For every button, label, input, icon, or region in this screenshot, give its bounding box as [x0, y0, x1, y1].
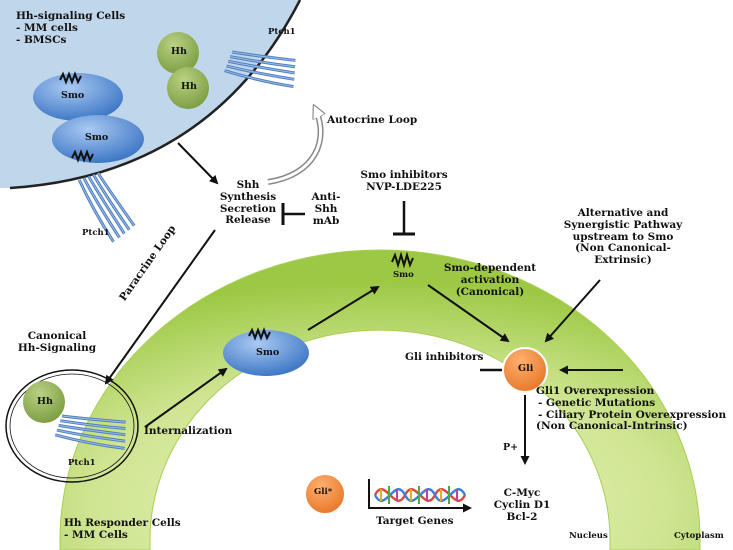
- smo-receptor-icon: [391, 251, 414, 269]
- upper-cell-item: - BMSCs: [16, 33, 67, 46]
- alternative-line: Synergistic Pathway: [563, 218, 683, 231]
- smo-inhibitors-line: Smo inhibitors: [360, 169, 448, 181]
- membrane-smo-label: Smo: [393, 270, 414, 280]
- arrow-alternative-to-gli: [544, 279, 601, 343]
- dna-helix-icon: [373, 486, 467, 504]
- smo-label: Smo: [85, 132, 109, 143]
- smo-label: Smo: [61, 90, 85, 101]
- smo-dependent-label: Smo-dependent activation (Canonical): [440, 262, 540, 298]
- shh-line: Release: [225, 214, 271, 227]
- arrow-smo-to-membrane-smo: [307, 285, 380, 331]
- arrow-smo-to-gli: [427, 284, 510, 343]
- gli-factor-icon: [502, 347, 548, 393]
- smo-receptor-icon: [52, 115, 144, 163]
- shh-line: Synthesis: [219, 190, 277, 203]
- gene-list: C-Myc Cyclin D1 Bcl-2: [486, 487, 558, 523]
- smo-inhibitors-label: Smo inhibitors NVP-LDE225: [350, 169, 458, 194]
- anti-shh-mab-label: Anti- Shh mAb: [306, 191, 346, 227]
- responder-item: - MM Cells: [64, 528, 128, 541]
- ptch1-label: Ptch1: [68, 458, 96, 468]
- hh-ligand-icon: [23, 381, 65, 423]
- gli1-line: - Genetic Mutations: [538, 396, 656, 409]
- smo-receptor-icon: [223, 327, 309, 376]
- hh-signaling-cell-membrane: [9, 0, 302, 190]
- anti-shh-inhibition: [281, 203, 305, 225]
- autocrine-loop-arrow: [267, 108, 321, 185]
- smo-dependent-line: Smo-dependent: [443, 262, 537, 274]
- gene-item: Bcl-2: [506, 510, 538, 523]
- gli1-line: (Non Canonical-Intrinsic): [536, 420, 688, 433]
- hh-label: Hh: [37, 396, 53, 407]
- paracrine-loop-arrow: [104, 229, 216, 385]
- anti-shh-line: Shh: [314, 202, 338, 215]
- cytoplasm-label: Cytoplasm: [674, 531, 724, 541]
- gli-inhibitors-label: Gli inhibitors: [405, 351, 484, 363]
- canonical-line: Canonical: [27, 330, 87, 342]
- arrow-to-shh: [177, 142, 219, 185]
- gli-label: Gli: [518, 363, 534, 374]
- gli1-overexpression-label: Gli1 Overexpression - Genetic Mutations …: [536, 385, 727, 433]
- autocrine-loop-label: Autocrine Loop: [327, 114, 418, 126]
- gli-star-label: Gli*: [314, 487, 333, 497]
- smo-receptor-icon: [33, 71, 123, 121]
- alternative-pathway-label: Alternative and Synergistic Pathway upst…: [553, 207, 693, 267]
- ptch1-label: Ptch1: [82, 228, 110, 238]
- upper-cell-title: Hh-signaling Cells: [16, 10, 126, 22]
- canonical-line: Hh-Signaling: [17, 341, 97, 354]
- shh-line: Secretion: [219, 202, 277, 215]
- internalization-label: Internalization: [144, 425, 233, 437]
- arrow-internalization: [144, 367, 228, 428]
- nucleus-label: Nucleus: [569, 531, 608, 541]
- smo-dependent-line: (Canonical): [455, 285, 525, 298]
- internal-smo-label: Smo: [256, 347, 280, 358]
- smo-dependent-line: activation: [460, 273, 520, 286]
- upper-cell-item: - MM cells: [16, 21, 78, 34]
- hh-label: Hh: [171, 46, 187, 57]
- shh-line: Shh: [236, 179, 260, 191]
- alternative-line: upstream to Smo: [572, 230, 674, 243]
- canonical-hh-signaling-label: Canonical Hh-Signaling: [12, 330, 102, 355]
- responder-title: Hh Responder Cells: [64, 517, 181, 529]
- arrow-gli-star-to-genes: [368, 479, 472, 513]
- ptch1-label: Ptch1: [268, 27, 296, 37]
- anti-shh-line: mAb: [312, 214, 340, 227]
- gli1-line: - Ciliary Protein Overexpression: [538, 408, 727, 421]
- target-genes-label: Target Genes: [376, 515, 454, 527]
- smo-inhibition: [393, 201, 415, 236]
- phosphorylation-label: P+: [503, 442, 519, 453]
- canonical-hh-signaling-vesicle: [5, 369, 139, 483]
- alternative-line: Alternative and: [577, 207, 669, 219]
- anti-shh-line: Anti-: [311, 191, 341, 203]
- responder-cells-label: Hh Responder Cells - MM Cells: [64, 517, 181, 542]
- hh-ligand-icon: [157, 32, 199, 74]
- gli1-line: Gli1 Overexpression: [536, 385, 655, 397]
- gli-factor-icon: [304, 473, 346, 515]
- upper-cell-label: Hh-signaling Cells - MM cells - BMSCs: [16, 10, 126, 46]
- shh-process-label: Shh Synthesis Secretion Release: [213, 179, 283, 227]
- smo-inhibitors-line: NVP-LDE225: [366, 180, 442, 193]
- alternative-line: (Non Canonical-: [575, 242, 671, 255]
- gene-item: Cyclin D1: [493, 498, 551, 511]
- hh-ligand-icon: [167, 67, 209, 109]
- gene-item: C-Myc: [503, 487, 541, 499]
- hh-label: Hh: [181, 81, 197, 92]
- alternative-line: Extrinsic): [594, 254, 652, 266]
